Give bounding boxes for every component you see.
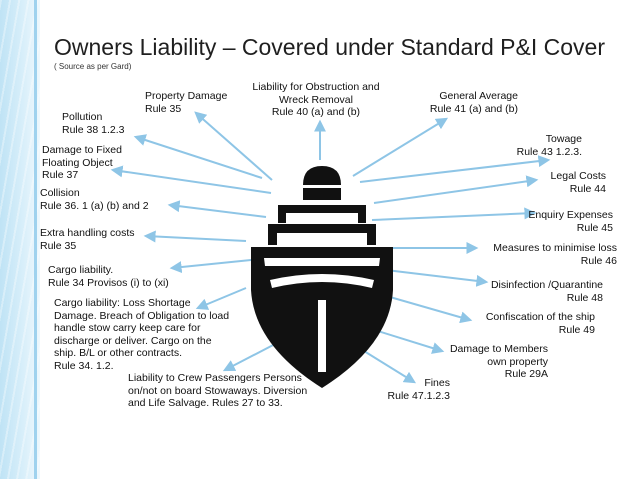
label-damage-members-property: Damage to Members own property Rule 29A [449,343,548,380]
label-pollution: Pollution Rule 38 1.2.3 [62,111,125,136]
label-obstruction-wreck-removal: Liability for Obstruction and Wreck Remo… [252,81,380,118]
arrow-disinfection [385,269,489,287]
arrow-fixed-object [110,165,272,194]
side-band-stripe [34,0,37,479]
side-band-texture [0,0,40,479]
label-confiscation: Confiscation of the ship Rule 49 [485,311,595,336]
label-fixed-floating-object: Damage to Fixed Floating Object Rule 37 [42,144,122,181]
label-crew-passengers: Liability to Crew Passengers Persons on/… [128,372,308,409]
label-fines: Fines Rule 47.1.2.3 [387,377,450,402]
slide-subtitle: ( Source as per Gard) [54,62,132,71]
ship-upper-wall-right [367,233,376,245]
label-collision: Collision Rule 36. 1 (a) (b) and 2 [40,187,149,212]
ship-bridge-wall-right [358,213,366,223]
arrow-cargo-shortage [195,287,247,310]
arrow-property-damage [194,111,273,181]
label-cargo-liability: Cargo liability. Rule 34 Provisos (i) to… [48,264,169,289]
arrow-fines [363,350,417,384]
arrow-collision [167,200,267,218]
label-legal-costs: Legal Costs Rule 44 [550,170,606,195]
ship-bridge-wall-left [278,213,286,223]
ship-hull-stripes [264,258,380,372]
arrow-legal-costs [373,175,539,204]
ship-top-deck [278,205,366,213]
label-property-damage: Property Damage Rule 35 [145,90,228,115]
label-enquiry-expenses: Enquiry Expenses Rule 45 [528,209,613,234]
label-disinfection-quarantine: Disinfection /Quarantine Rule 48 [490,279,603,304]
arrow-cargo-liability [169,259,252,274]
arrow-extra-handling [143,230,247,243]
ship-funnel-dome [303,166,341,185]
slide-title: Owners Liability – Covered under Standar… [54,34,606,60]
ship-funnel [303,188,341,200]
label-cargo-liability-loss-shortage: Cargo liability: Loss Shortage Damage. B… [54,297,230,372]
ship-upper-wall-left [268,233,277,245]
label-extra-handling-costs: Extra handling costs Rule 35 [40,227,135,252]
ship-upper-deck [268,224,376,233]
label-towage: Towage Rule 43 1.2.3. [516,133,582,158]
label-general-average: General Average Rule 41 (a) and (b) [429,90,518,115]
arrow-pollution [133,134,263,179]
decorative-side-band [0,0,40,479]
arrow-enquiry [371,207,537,221]
arrow-general-average [352,117,449,177]
arrow-crew [222,342,278,372]
arrow-towage [359,155,551,183]
label-measures-minimise-loss: Measures to minimise loss Rule 46 [493,242,617,267]
